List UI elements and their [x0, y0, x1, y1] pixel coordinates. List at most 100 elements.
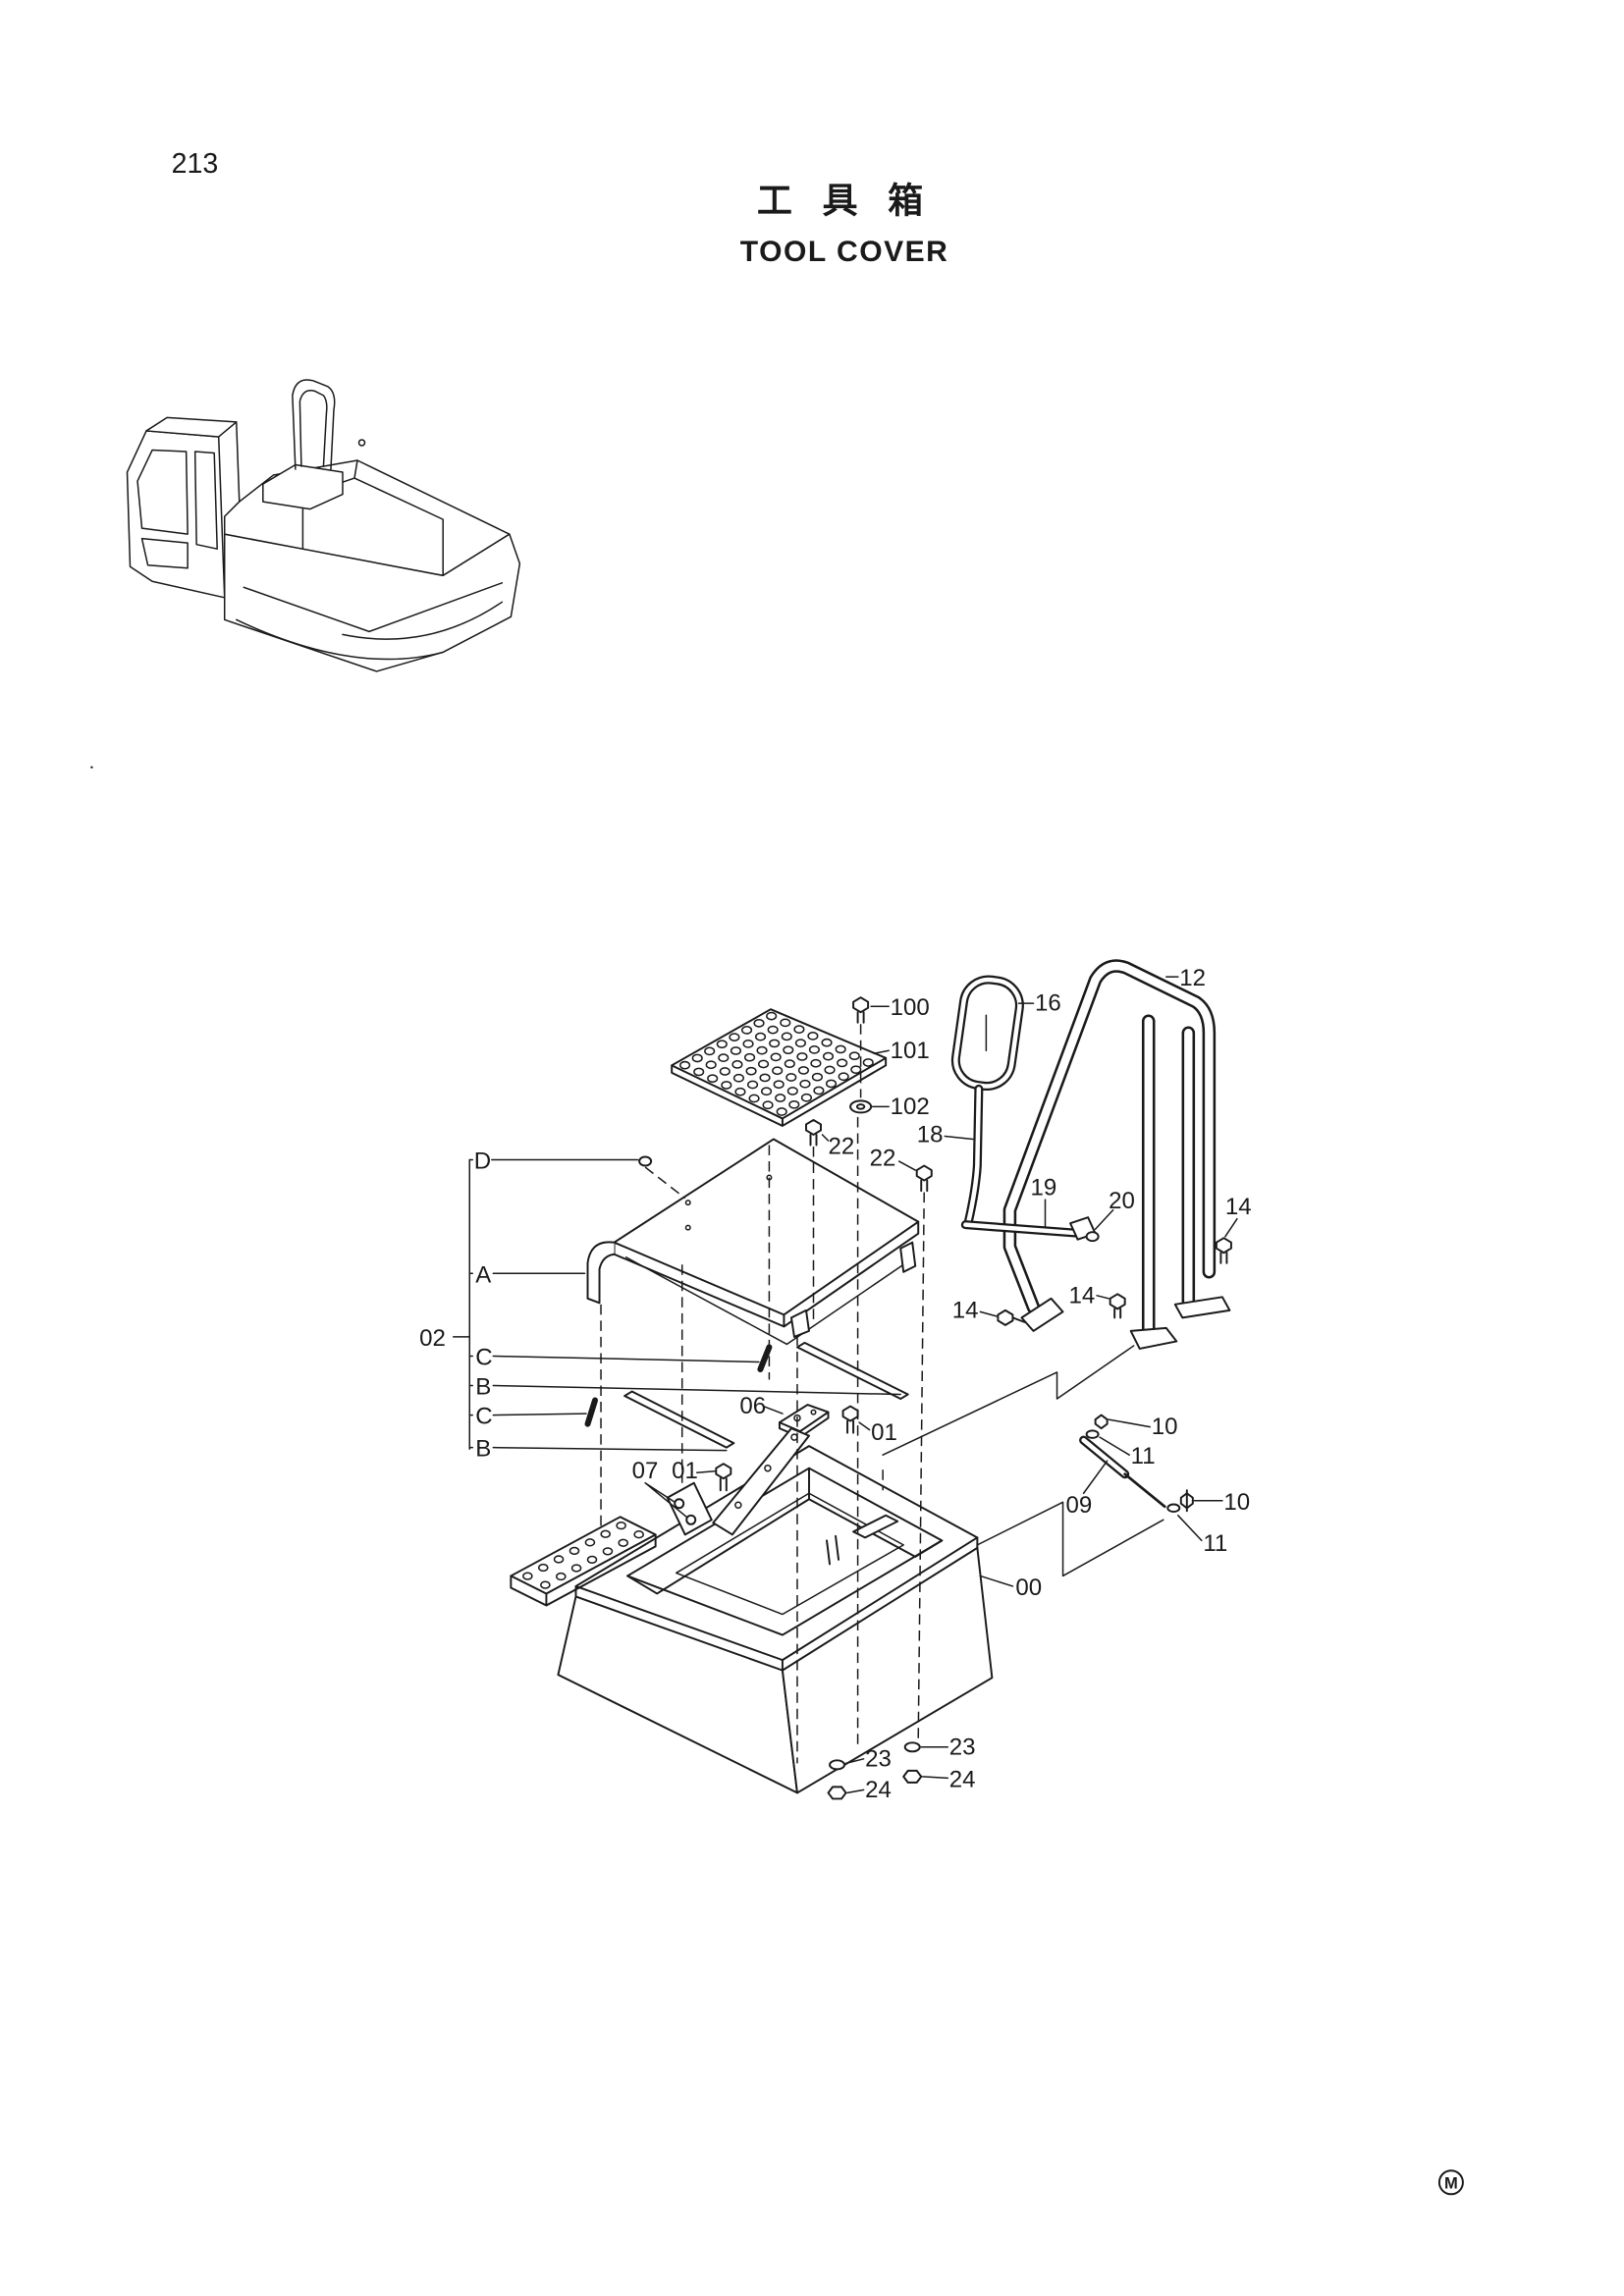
perforation-hole: [835, 1044, 846, 1054]
perforation-hole: [822, 1051, 835, 1061]
perforation-hole: [796, 1052, 808, 1061]
leader-line: [846, 1789, 865, 1794]
mirror-16: [950, 975, 1024, 1092]
circled-m-mark: M: [1437, 2169, 1464, 2196]
callout-09: 09: [1066, 1492, 1093, 1519]
bolt-01-bracket: [715, 1463, 732, 1492]
callout-24-right: 24: [949, 1766, 976, 1792]
machine-location-thumbnail: [126, 379, 521, 672]
callout-B-lower: B: [475, 1436, 491, 1463]
perforation-hole: [747, 1080, 759, 1090]
lid-flange: [586, 1241, 616, 1305]
perforation-hole: [721, 1081, 732, 1090]
perforated-cover-plate-101: [671, 1008, 888, 1127]
leader-line: [492, 1446, 728, 1452]
perforation-hole: [808, 1045, 820, 1054]
step-plate-hole: [570, 1564, 582, 1573]
leader-line: [844, 1758, 865, 1765]
step-plate-hole: [602, 1547, 614, 1556]
step-plate-hole: [586, 1555, 598, 1565]
handrail-foot-plate: [1129, 1326, 1178, 1350]
callout-11-lower: 11: [1203, 1530, 1227, 1557]
perforation-hole: [776, 1107, 787, 1116]
perforation-hole: [797, 1066, 809, 1075]
pin-C-upper: [757, 1344, 773, 1372]
callout-16: 16: [1035, 990, 1061, 1017]
handrail-foot-plate: [1020, 1297, 1064, 1332]
seal-B-lower: [623, 1390, 735, 1449]
step-plate-perforations: [522, 1522, 644, 1589]
leader-line: [644, 1481, 687, 1519]
callout-24-left: 24: [865, 1777, 892, 1803]
washer-23-left: [829, 1759, 846, 1771]
gas-spring-09: [1079, 1435, 1166, 1509]
stray-mark: [90, 766, 93, 769]
callout-22-right: 22: [870, 1146, 896, 1172]
leader-line: [897, 1160, 916, 1171]
perforation-hole: [762, 1100, 774, 1110]
leader-line: [1096, 1295, 1110, 1300]
leader-line: [858, 1421, 871, 1431]
leader-line: [1108, 1418, 1151, 1428]
callout-10-lower: 10: [1223, 1489, 1250, 1516]
perforation-hole: [788, 1099, 800, 1109]
perforation-hole: [862, 1058, 874, 1067]
callout-07: 07: [632, 1458, 659, 1484]
leader-line: [921, 1776, 949, 1780]
perforation-hole: [785, 1073, 797, 1082]
seal-B-upper: [795, 1341, 909, 1401]
perforation-hole: [850, 1065, 862, 1075]
pin-C-lower: [584, 1397, 599, 1427]
callout-02: 02: [419, 1325, 446, 1352]
callout-14-middle: 14: [1069, 1282, 1096, 1308]
cab-window-front: [136, 449, 189, 535]
perforation-hole: [745, 1066, 757, 1076]
tool-clip: [852, 1514, 899, 1539]
washer-102: [849, 1099, 873, 1114]
perforation-hole: [793, 1025, 805, 1035]
perforation-hole: [769, 1039, 781, 1048]
bolt-01-hinge: [841, 1405, 859, 1434]
step-plate-hole: [600, 1529, 611, 1538]
leader-line: [1177, 1515, 1203, 1542]
bolt-22-left: [805, 1118, 822, 1147]
callout-100: 100: [891, 994, 930, 1021]
perforation-hole: [784, 1059, 795, 1069]
perforation-hole: [772, 1066, 784, 1076]
perforation-hole: [740, 1026, 753, 1035]
callout-01-bracket: 01: [672, 1458, 698, 1484]
callout-10-upper: 10: [1152, 1414, 1178, 1440]
cab-window-door: [193, 451, 218, 550]
page-number: 213: [172, 148, 219, 180]
bracket-07: [666, 1481, 713, 1536]
step-plate-hole: [522, 1572, 533, 1580]
engine-cover-lines: [235, 459, 504, 661]
leader-line: [873, 1049, 890, 1055]
bolt-10-lower: [1179, 1489, 1194, 1513]
perforation-hole: [848, 1051, 860, 1061]
nut-24-right: [902, 1769, 923, 1784]
leader-line: [979, 1310, 998, 1317]
box-inner-frame: [675, 1492, 904, 1616]
callout-06: 06: [739, 1393, 766, 1419]
leader-line: [1099, 1436, 1130, 1456]
perforation-hole: [813, 1086, 825, 1095]
step-plate: [510, 1516, 657, 1607]
handrail-location: [292, 379, 336, 470]
perforation-hole: [732, 1073, 745, 1083]
washer-11-lower: [1166, 1503, 1181, 1514]
step-plate-hole: [568, 1546, 580, 1556]
callout-14-left: 14: [952, 1297, 979, 1323]
leader-line: [1094, 1208, 1114, 1230]
leader-line: [944, 1135, 974, 1141]
perforation-hole: [783, 1045, 794, 1055]
title-english: TOOL COVER: [740, 236, 949, 268]
callout-19: 19: [1030, 1175, 1056, 1201]
callout-A: A: [475, 1261, 491, 1288]
callout-23-right: 23: [949, 1734, 976, 1760]
step-plate-hole: [616, 1522, 626, 1530]
perforation-hole: [679, 1060, 691, 1070]
bolt-14-right: [1215, 1237, 1232, 1264]
perforation-hole: [753, 1018, 765, 1028]
callout-22-left: 22: [829, 1134, 855, 1160]
